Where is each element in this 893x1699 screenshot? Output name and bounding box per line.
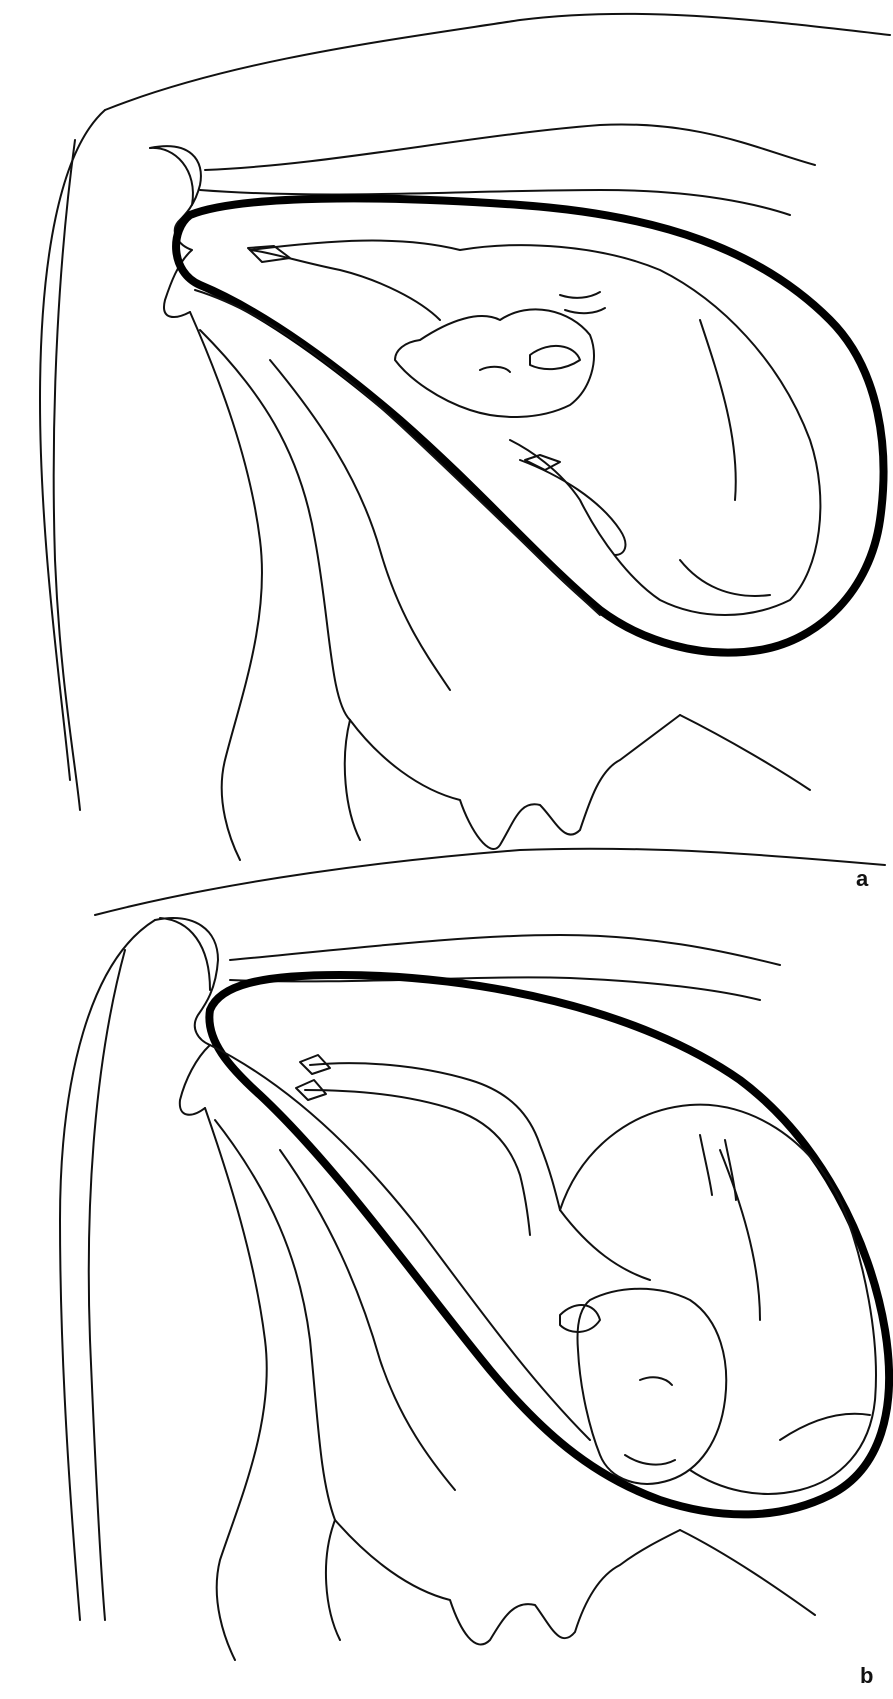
- panel-a-calf-eye: [480, 367, 510, 372]
- panel-b-calf-forelegs-2: [305, 1090, 530, 1235]
- panel-b-back-line: [95, 849, 885, 915]
- panel-b-udder-front: [326, 1520, 340, 1640]
- panel-b-calf-hair-1: [700, 1135, 712, 1195]
- panel-a-calf-body: [250, 241, 820, 615]
- panel-a-calf-hair-2: [565, 308, 605, 313]
- panel-a-calf-head: [395, 309, 594, 417]
- panel-a-inner-leg: [270, 360, 450, 690]
- panel-b-calf-hair-2: [725, 1140, 736, 1200]
- panel-b-flank-line: [230, 935, 780, 965]
- panel-a-calf-back-detail: [700, 320, 736, 500]
- panel-b-calf-eye: [640, 1377, 672, 1385]
- panel-b-rear-contour-2: [89, 950, 125, 1620]
- panel-b-tail-base: [160, 918, 210, 990]
- panel-a-udder-front: [345, 720, 360, 840]
- panel-a-birth-canal: [195, 290, 600, 615]
- panel-a-rear-contour: [40, 110, 105, 780]
- panel-a-tail-base: [150, 148, 193, 205]
- panel-b-calf-body: [560, 1105, 876, 1494]
- panel-a-belly: [680, 715, 810, 790]
- panel-label-a: a: [856, 868, 868, 890]
- panel-a-thigh-2: [200, 330, 350, 720]
- panel-b-thigh: [205, 1108, 267, 1660]
- panel-a-calf-forehoof: [525, 455, 560, 470]
- panel-a-uterus-wall: [176, 198, 883, 652]
- panel-b-calf-back-detail: [720, 1150, 760, 1320]
- panel-b-calf-muzzle: [625, 1455, 675, 1465]
- panel-a-thigh: [190, 312, 262, 860]
- panel-b-drawing: [60, 849, 889, 1660]
- panel-b-calf-hindleg: [780, 1414, 870, 1440]
- panel-a-flank-line: [205, 124, 815, 170]
- panel-a-calf-ear: [530, 346, 580, 369]
- panel-a-back-line: [105, 14, 890, 110]
- panel-a-rear-contour-2: [54, 140, 80, 810]
- panel-label-b: b: [860, 1665, 873, 1687]
- panel-b-belly: [680, 1530, 815, 1615]
- panel-a-calf-foreleg: [520, 460, 625, 555]
- panel-b-calf-neck: [560, 1210, 650, 1280]
- panel-a-calf-rump: [680, 560, 770, 596]
- panel-a-udder: [350, 715, 680, 849]
- panel-a-drawing: [40, 14, 890, 860]
- panel-a-calf-hair-1: [560, 292, 600, 298]
- panel-b-thigh-2: [215, 1120, 335, 1520]
- panel-b-udder: [335, 1520, 680, 1644]
- panel-b-uterus-wall: [209, 975, 889, 1514]
